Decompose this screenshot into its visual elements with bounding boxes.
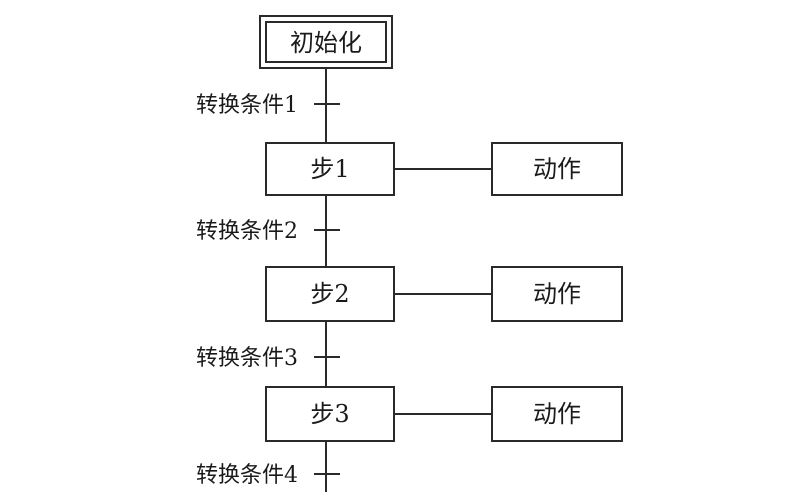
step-1-box: [265, 142, 395, 196]
step-3-label: 步3: [310, 400, 349, 428]
step-2-action-box: [491, 266, 623, 322]
transition-4: 转换条件4: [196, 463, 340, 488]
step-1: 步1 动作: [265, 142, 623, 196]
step-1-action-box: [491, 142, 623, 196]
transition-2-label: 转换条件2: [196, 219, 298, 244]
step-2: 步2 动作: [265, 266, 623, 322]
transition-1-label: 转换条件1: [196, 93, 298, 118]
transition-2: 转换条件2: [196, 219, 340, 244]
initial-step-label: 初始化: [290, 29, 362, 57]
initial-step-inner-frame: [265, 21, 387, 63]
step-2-action-label: 动作: [533, 280, 581, 308]
step-1-label: 步1: [310, 155, 349, 183]
step-1-action-label: 动作: [533, 155, 581, 183]
step-3-action-label: 动作: [533, 400, 581, 428]
initial-step: 初始化: [259, 15, 393, 69]
step-3: 步3 动作: [265, 386, 623, 442]
step-3-box: [265, 386, 395, 442]
transition-4-label: 转换条件4: [196, 463, 298, 488]
transition-3: 转换条件3: [196, 346, 340, 371]
step-3-action-box: [491, 386, 623, 442]
transition-3-label: 转换条件3: [196, 346, 298, 371]
step-2-label: 步2: [310, 280, 349, 308]
transition-1: 转换条件1: [196, 93, 340, 118]
